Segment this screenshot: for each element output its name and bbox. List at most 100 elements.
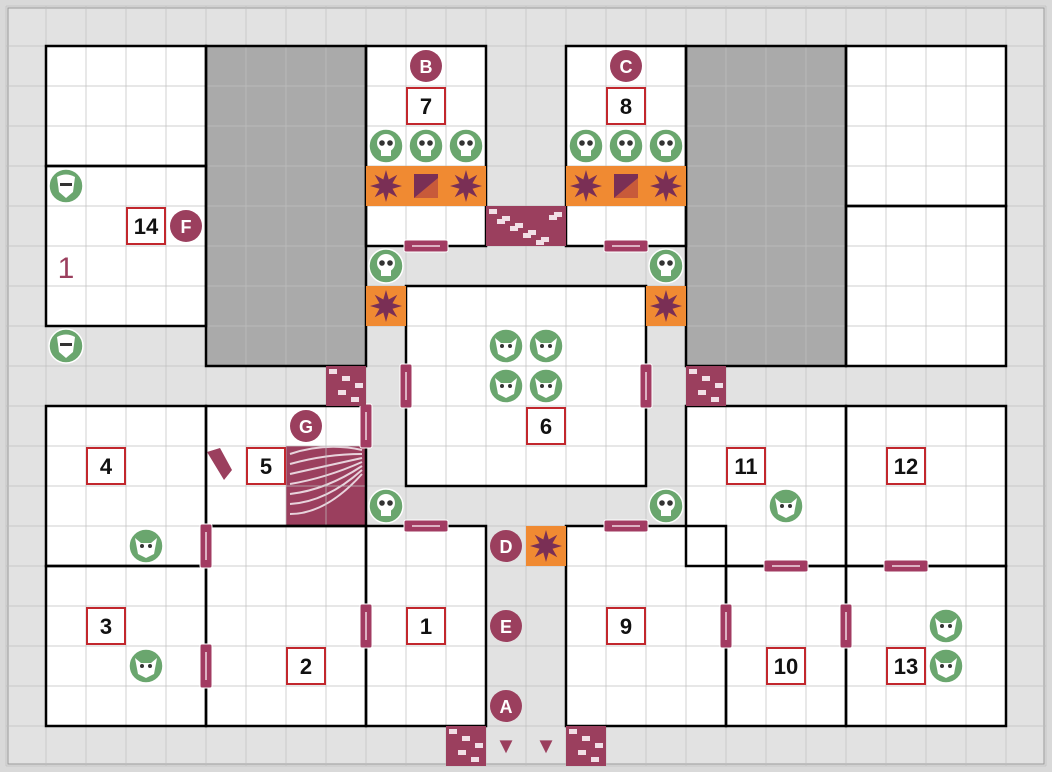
skull-eye <box>667 140 673 146</box>
skull-jaw <box>661 509 671 516</box>
rubble-block-icon <box>566 726 606 766</box>
letter-marker-circle[interactable] <box>490 530 522 562</box>
room-number-box <box>406 607 446 645</box>
chaos-warrior-helm <box>57 174 75 198</box>
entrance-arrow[interactable]: ▼ <box>495 733 517 758</box>
rubble-stone <box>711 397 719 402</box>
orc-face <box>935 658 957 678</box>
letter-marker-D[interactable]: D <box>490 530 522 562</box>
room-number-text: 2 <box>300 654 312 679</box>
door-icon[interactable] <box>403 239 449 253</box>
rubble-stone <box>689 369 697 374</box>
door-icon[interactable] <box>359 603 373 649</box>
door-icon[interactable] <box>719 603 733 649</box>
skull-eye <box>387 260 393 266</box>
orc-eye <box>140 544 144 548</box>
letter-marker-text: C <box>620 57 633 77</box>
skull-eye <box>587 140 593 146</box>
room-number-text: 3 <box>100 614 112 639</box>
room-number-text: 1 <box>420 614 432 639</box>
room-number-text: 9 <box>620 614 632 639</box>
skull-cranium <box>377 494 395 512</box>
orc-eye <box>780 504 784 508</box>
letter-marker-F[interactable]: F <box>170 210 202 242</box>
pit-trap-icon <box>606 166 646 206</box>
skull-eye <box>419 140 425 146</box>
room-number-box <box>886 447 926 485</box>
door-icon[interactable] <box>359 403 373 449</box>
door-icon[interactable] <box>399 363 413 409</box>
skull-eye <box>627 140 633 146</box>
orc-eye <box>788 504 792 508</box>
falling-block-trap-icon <box>366 286 406 326</box>
door-icon[interactable] <box>883 559 929 573</box>
letter-marker-G[interactable]: G <box>290 410 322 442</box>
letter-marker-circle[interactable] <box>490 610 522 642</box>
door-icon[interactable] <box>603 239 649 253</box>
trap-burst <box>570 170 602 202</box>
skull-eye <box>467 140 473 146</box>
letter-marker-circle[interactable] <box>490 690 522 722</box>
skull-eye <box>659 140 665 146</box>
orc-face <box>495 338 517 358</box>
skull-icon <box>368 248 404 284</box>
room-number-3: 3 <box>86 607 126 645</box>
falling-block-trap-icon <box>526 526 566 566</box>
room-number-box <box>406 87 446 125</box>
rubble-fragment-icon <box>207 448 232 480</box>
rubble-stone <box>528 230 536 235</box>
door-icon[interactable] <box>763 559 809 573</box>
orc-face <box>135 538 157 558</box>
skull-jaw <box>421 149 431 156</box>
door-icon[interactable] <box>199 643 213 689</box>
orc-icon <box>928 608 964 644</box>
room-number-8: 8 <box>606 87 646 125</box>
falling-block-trap-icon <box>446 166 486 206</box>
pit-shade <box>614 178 638 198</box>
rubble-stone <box>715 383 723 388</box>
falling-block-trap-icon <box>366 166 406 206</box>
letter-marker-E[interactable]: E <box>490 610 522 642</box>
letter-marker-C[interactable]: C <box>610 50 642 82</box>
orc-eye <box>540 384 544 388</box>
door-icon[interactable] <box>603 519 649 533</box>
skull-cranium <box>657 494 675 512</box>
letter-marker-circle[interactable] <box>290 410 322 442</box>
rubble-stone <box>549 215 557 220</box>
door-icon[interactable] <box>839 603 853 649</box>
skull-jaw <box>381 269 391 276</box>
letter-marker-text: F <box>181 217 192 237</box>
letter-marker-circle[interactable] <box>170 210 202 242</box>
door-icon[interactable] <box>639 363 653 409</box>
section-number: 1 <box>58 252 75 285</box>
door-icon[interactable] <box>199 523 213 569</box>
door-icon[interactable] <box>403 519 449 533</box>
letter-marker-circle[interactable] <box>610 50 642 82</box>
orc-eye <box>508 344 512 348</box>
rubble-block-icon <box>686 366 726 406</box>
pit-shade <box>414 178 438 198</box>
orc-icon <box>488 368 524 404</box>
rubble-stone <box>462 736 470 741</box>
skull-cranium <box>377 134 395 152</box>
room-number-text: 13 <box>894 654 918 679</box>
rubble-stone <box>475 743 483 748</box>
room-number-1: 1 <box>406 607 446 645</box>
letter-marker-A[interactable]: A <box>490 690 522 722</box>
orc-icon <box>128 528 164 564</box>
skull-eye <box>579 140 585 146</box>
orc-face <box>535 338 557 358</box>
orc-eye <box>548 344 552 348</box>
rubble-stone <box>355 383 363 388</box>
entrance-arrow[interactable]: ▼ <box>535 733 557 758</box>
letter-marker-B[interactable]: B <box>410 50 442 82</box>
letter-marker-circle[interactable] <box>410 50 442 82</box>
pit-trap-icon <box>406 166 446 206</box>
trap-burst <box>450 170 482 202</box>
skull-cranium <box>657 254 675 272</box>
orc-eye <box>508 384 512 388</box>
skull-cranium <box>657 134 675 152</box>
rubble-block-icon <box>326 366 366 406</box>
rubble-stone <box>591 757 599 762</box>
